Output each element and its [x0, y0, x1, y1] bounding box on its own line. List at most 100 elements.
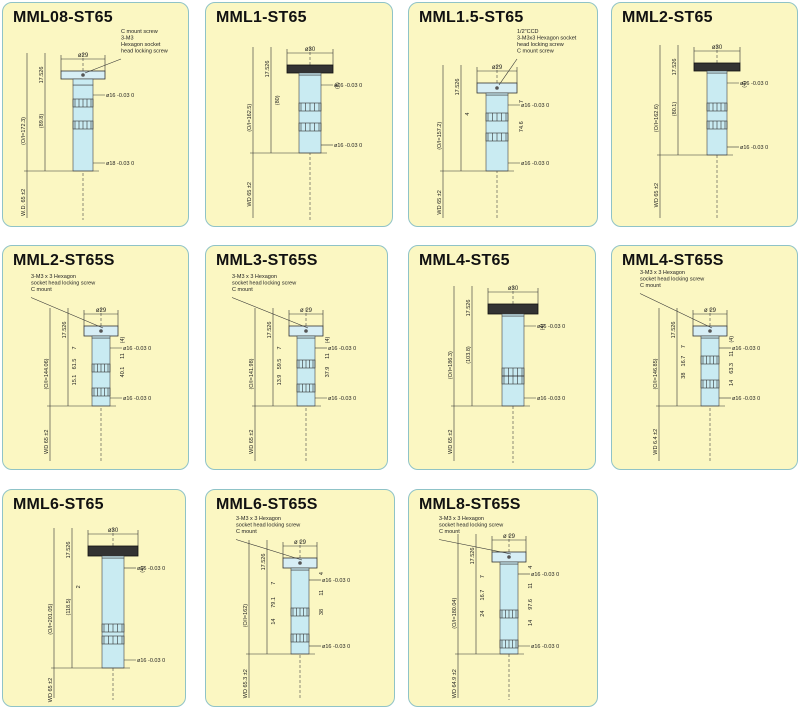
knurl-band: [499, 639, 519, 649]
dimension-label: (O/I=146.85): [653, 358, 659, 389]
dimension-label: 17.526: [265, 61, 271, 78]
diameter-callout: ø16 -0.03 0: [328, 396, 356, 402]
dimension-label: 16.7: [681, 356, 687, 367]
diameter-callout: ø16 -0.03 0: [322, 578, 350, 584]
diameter-label: ø 29: [503, 534, 516, 540]
dimension-label: 7: [519, 100, 525, 103]
model-title: MML08-ST65: [13, 9, 113, 26]
knurl-band: [700, 355, 720, 365]
annotation-label: C mount: [236, 529, 257, 535]
annotation-label: Hexagon socket: [121, 42, 161, 48]
diameter-callout: ø16 -0.03 0: [740, 81, 768, 87]
knurl-band: [290, 633, 310, 643]
dimension-label: 15.1: [72, 375, 78, 386]
diameter-label: ø30: [508, 286, 519, 292]
diameter-callout: ø16 -0.03 0: [732, 346, 760, 352]
locking-screw-icon: [708, 329, 712, 333]
annotation-label: C mount: [31, 287, 52, 293]
mount-flange: [286, 64, 334, 74]
dimension-label: (80.1): [672, 102, 678, 117]
knurl-band: [298, 122, 322, 132]
lens-neck: [101, 555, 125, 559]
diameter-label: ø29: [492, 65, 503, 71]
annotation-label: socket head locking screw: [232, 281, 296, 287]
lens-drawing: ø 2917.526(4)71116.763.33814(O/I=146.85)…: [639, 270, 760, 463]
dimension-label: 7: [277, 346, 283, 349]
dimension-label: (89.8): [39, 114, 45, 129]
diameter-callout: ø16 -0.03 0: [334, 83, 362, 89]
lens-body: [706, 72, 728, 156]
dimension-label: WD 65 ±2: [654, 183, 660, 207]
locking-screw-icon: [298, 561, 302, 565]
dimension-label: 17.526: [261, 554, 267, 571]
dimension-label: (4): [325, 336, 331, 343]
diameter-callout: ø16 -0.03 0: [334, 143, 362, 149]
annotation-label: 3-M3 x 3 Hexagon: [640, 270, 685, 276]
dimension-label: 7: [72, 346, 78, 349]
model-title: MML4-ST65: [419, 252, 510, 269]
dimension-label: (80): [275, 95, 281, 105]
diameter-callout: ø16 -0.03 0: [521, 103, 549, 109]
dimension-label: 97.6: [528, 599, 534, 610]
dimension-label: (4): [540, 323, 546, 330]
knurl-band: [296, 383, 316, 393]
model-title: MML2-ST65S: [13, 252, 115, 269]
dimension-label: 11: [319, 590, 325, 596]
leader-line: [30, 297, 104, 329]
lens-drawing: ø2917.526(4)71161.540.115.1(O/I=144.06)W…: [30, 274, 151, 463]
mount-flange: [693, 62, 741, 72]
dimension-label: 17.526: [470, 548, 476, 565]
dimension-label: 11: [729, 351, 735, 357]
diameter-label: ø30: [108, 528, 119, 534]
diameter-callout: ø16 -0.03 0: [531, 572, 559, 578]
dimension-label: WD 65 ±2: [48, 678, 54, 702]
knurl-band: [700, 379, 720, 389]
dimension-label: 17.526: [672, 59, 678, 76]
lens-neck: [501, 313, 525, 317]
annotation-label: 3-M3 x 3 Hexagon: [232, 274, 277, 280]
dimension-label: (118.5): [66, 598, 72, 615]
annotation-label: 3-M3 x 3 Hexagon: [439, 516, 484, 522]
dimension-label: 17.526: [66, 542, 72, 559]
dimension-label: 17.526: [39, 67, 45, 84]
model-title: MML1.5-ST65: [419, 9, 524, 26]
dimension-label: 24: [480, 611, 486, 617]
model-title: MML4-ST65S: [622, 252, 724, 269]
knurl-band: [296, 359, 316, 369]
lens-drawing: ø 2917.526(4)71159.537.913.9(O/I=141.98)…: [231, 274, 356, 463]
leader-line: [231, 297, 309, 329]
lens-neck: [91, 335, 111, 339]
diameter-callout: ø18 -0.03 0: [106, 161, 134, 167]
diameter-callout: ø16 -0.03 0: [328, 346, 356, 352]
dimension-label: (O/I=172.3): [21, 117, 27, 145]
diameter-callout: ø16 -0.03 0: [537, 324, 565, 330]
diameter-label: ø 29: [294, 540, 307, 546]
diameter-label: ø29: [96, 308, 107, 314]
annotation-label: C mount: [232, 287, 253, 293]
diameter-label: ø30: [712, 45, 723, 51]
annotation-label: socket head locking screw: [236, 523, 300, 529]
diameter-callout: ø16 -0.03 0: [537, 396, 565, 402]
lens-neck: [298, 72, 322, 76]
diameter-callout: ø16 -0.03 0: [106, 93, 134, 99]
dimension-label: (O/I=144.06): [44, 358, 50, 389]
dimension-label: 37.9: [325, 367, 331, 378]
dimension-label: 17.526: [62, 322, 68, 339]
model-title: MML6-ST65S: [216, 496, 318, 513]
dimension-label: (4): [335, 82, 341, 89]
dimension-label: 14: [528, 620, 534, 626]
leader-line: [498, 58, 518, 86]
dimension-label: 38: [681, 373, 687, 379]
annotation-label: socket head locking screw: [439, 523, 503, 529]
locking-screw-icon: [304, 329, 308, 333]
diameter-callout: ø16 -0.03 0: [123, 396, 151, 402]
dimension-label: (O/I=157.2): [437, 122, 443, 150]
knurl-band: [485, 132, 509, 142]
dimension-label: 38: [319, 609, 325, 615]
lens-body: [296, 337, 316, 407]
diameter-label: ø30: [305, 47, 316, 53]
mount-flange: [87, 545, 139, 557]
lens-neck: [296, 335, 316, 339]
